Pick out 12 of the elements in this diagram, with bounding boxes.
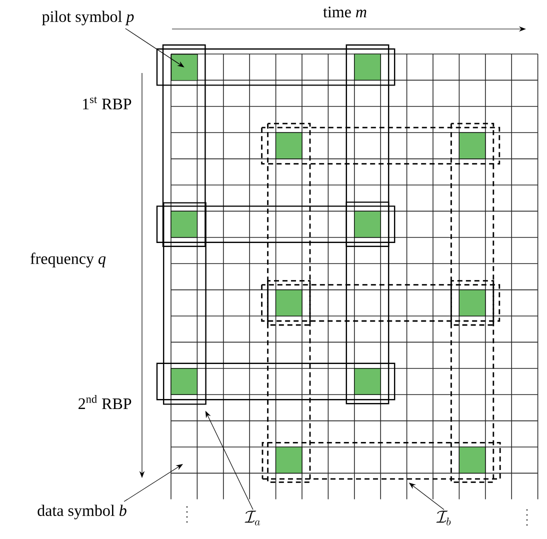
callout-label: data symbol b bbox=[38, 504, 126, 520]
group-outline bbox=[163, 202, 206, 405]
leader-line bbox=[124, 464, 183, 502]
set-label: $\mathcal{I}_a$ bbox=[244, 510, 260, 526]
axis-label: frequency q bbox=[30, 252, 106, 268]
callout-label: pilot symbol p bbox=[42, 10, 134, 26]
group-outline bbox=[262, 442, 501, 480]
band-label: 1$^{st}$ RBP bbox=[83, 96, 132, 110]
axis-label: time m bbox=[323, 6, 366, 18]
pilot-cell bbox=[171, 54, 198, 81]
set-label: $\mathcal{I}_b$ bbox=[436, 510, 451, 526]
band-label: 2$^{nd}$ RBP bbox=[78, 394, 132, 410]
